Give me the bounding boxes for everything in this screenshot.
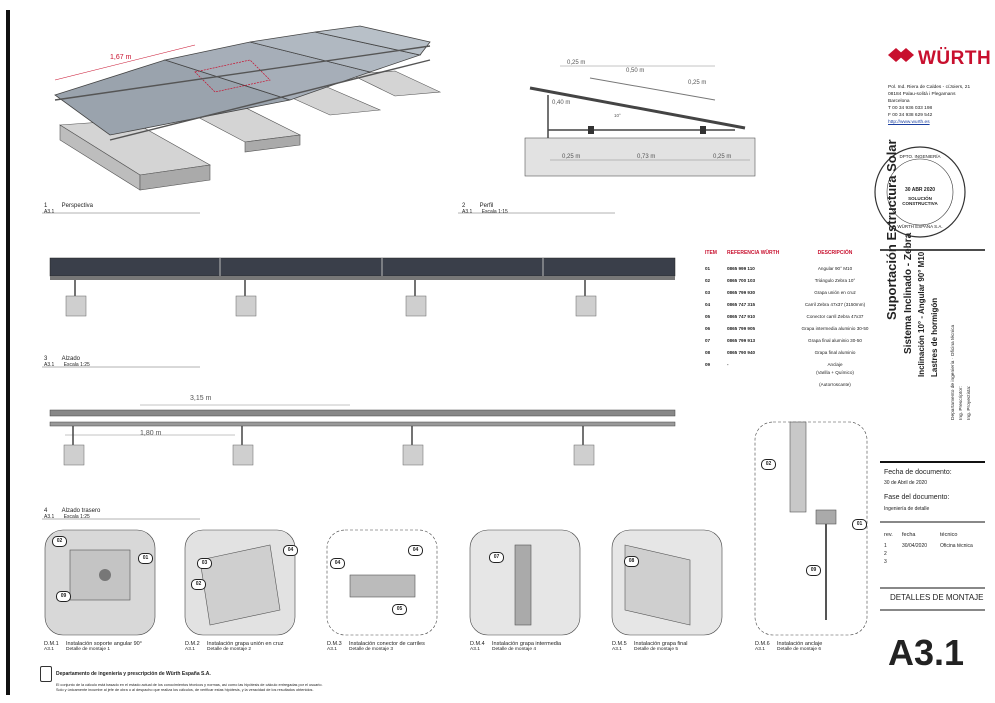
title-proj: Ing. Proyectista: — [967, 385, 972, 420]
stamp: DPTO. INGENIERÍA 30 ABR 2020 SOLUCIÓN CO… — [897, 154, 943, 229]
part-tag: 05 — [392, 604, 407, 615]
page-border-left — [6, 10, 10, 695]
doc-date-value: 30 de Abril de 2020 — [884, 480, 928, 486]
parts-table-header: ITEM REFERENCIA WÜRTH DESCRIPCIÓN — [705, 250, 853, 256]
part-tag: 08 — [624, 556, 639, 567]
title-dept: Departamento de ingeniería · Oficina téc… — [951, 324, 956, 420]
title-sub1: Sistema Inclinado - Zebra — [903, 232, 914, 354]
side-view — [49, 257, 676, 317]
detail-vignettes — [44, 421, 868, 636]
table-row-note: (Varilla + Químico) — [816, 370, 854, 375]
title-sub2: Inclinación 10° - Angular 90° M10 — [917, 251, 926, 377]
part-tag: 01 — [138, 553, 153, 564]
perspective-view — [54, 25, 442, 191]
footer-company: Departamento de ingeniería y prescripció… — [56, 671, 211, 677]
dim-profile-top-3: 0,25 m — [688, 80, 707, 86]
table-row: 09-Anclaje — [705, 361, 843, 367]
footer-line2: Solo y únicamente incumbe al jefe de obr… — [56, 688, 314, 692]
part-tag: 09 — [806, 565, 821, 576]
part-tag: 04 — [330, 558, 345, 569]
table-row-note: (Autorroscante) — [819, 382, 851, 387]
dim-elev-bottom: 1,80 m — [140, 430, 162, 437]
part-tag: 04 — [408, 545, 423, 556]
doc-phase-label: Fase del documento: — [884, 494, 950, 501]
dim-profile-bottom-3: 0,25 m — [713, 154, 732, 160]
part-tag: 02 — [761, 459, 776, 470]
title-main: Suportación Estructura Solar — [884, 139, 899, 320]
dim-profile-height: 10° — [614, 113, 621, 118]
wurth-logo-icon — [888, 48, 904, 62]
title-pres: Ing. Prescriptor: — [959, 386, 964, 420]
brand-name: WÜRTH — [918, 48, 992, 69]
view-label-1: 1 Perspectiva A3.1 — [44, 203, 94, 215]
part-tag: 01 — [852, 519, 867, 530]
footer-line1: El conjunto de la cálculo está basado en… — [56, 683, 323, 687]
part-tag: 09 — [56, 591, 71, 602]
part-tag: 02 — [191, 579, 206, 590]
part-tag: 02 — [52, 536, 67, 547]
view-label-2: 2 Perfil A3.1 Escala 1:15 — [462, 203, 508, 215]
dim-profile-bottom-1: 0,25 m — [562, 154, 581, 160]
dim-profile-top-1: 0,25 m — [567, 60, 586, 66]
title-sub3: Lastres de hormigón — [930, 297, 939, 377]
profile-view — [524, 65, 756, 177]
view-label-4: 4 Alzado trasero A3.1 Escala 1:25 — [44, 508, 101, 520]
doc-date-label: Fecha de documento: — [884, 469, 952, 476]
brand-url[interactable]: http://www.wurth.es — [888, 120, 930, 125]
brand-address: Pol. Ind. Riera de Caldes - c/Joiers, 21… — [888, 85, 971, 125]
dim-persp: 1,67 m — [110, 54, 132, 61]
part-tag: 04 — [283, 545, 298, 556]
dim-profile-bottom-2: 0,73 m — [637, 154, 656, 160]
view-label-3: 3 Alzado A3.1 Escala 1:25 — [44, 356, 90, 368]
stamp-circle — [874, 146, 966, 238]
part-tag: 03 — [197, 558, 212, 569]
dim-profile-top-2: 0,50 m — [626, 68, 645, 74]
revision-table: rev. fecha técnico 1 30/04/2020 Oficina … — [884, 532, 973, 565]
sheet-number: A3.1 — [888, 632, 965, 673]
part-tag: 07 — [489, 552, 504, 563]
elevation-view — [49, 404, 676, 466]
doc-phase-value: Ingeniería de detalle — [884, 506, 930, 512]
dim-profile-left: 0,40 m — [552, 100, 571, 106]
footer-logo-icon — [40, 666, 52, 682]
section-title: DETALLES DE MONTAJE — [890, 593, 984, 602]
dim-elev-top: 3,15 m — [190, 395, 212, 402]
